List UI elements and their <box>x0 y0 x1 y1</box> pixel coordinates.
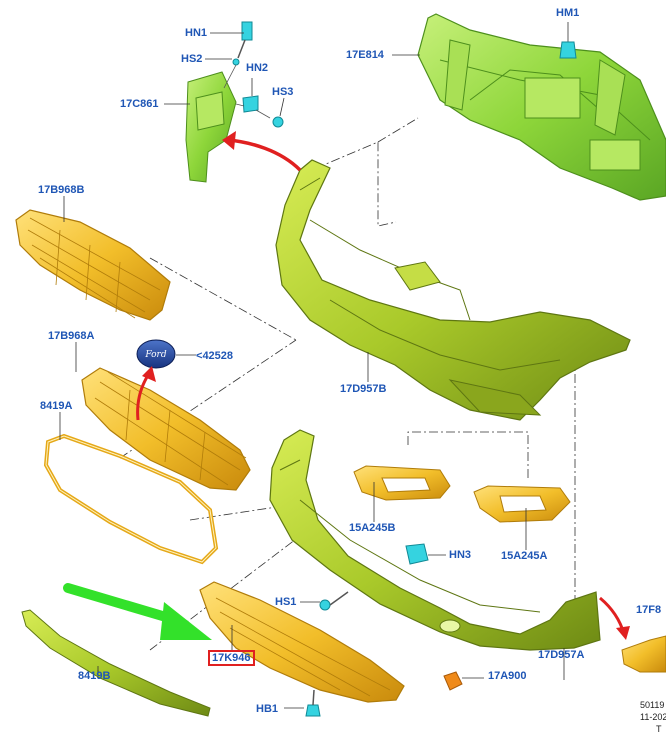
label-17b968b: 17B968B <box>38 184 85 196</box>
part-hm1-clip <box>559 22 577 59</box>
label-17f8-partial: 17F8 <box>636 604 662 616</box>
label-17e814: 17E814 <box>346 49 384 61</box>
label-8419a: 8419A <box>40 400 73 412</box>
part-17k946-grille <box>199 581 405 703</box>
part-17b968a-grille <box>81 367 251 491</box>
label-17b968a: 17B968A <box>48 330 95 342</box>
label-42528-number: 42528 <box>202 350 234 362</box>
label-15a245b: 15A245B <box>349 522 396 534</box>
ref-code-line3: T <box>656 724 662 732</box>
part-15a245b-bezel <box>353 465 451 501</box>
label-hn2: HN2 <box>246 62 269 74</box>
label-17a900: 17A900 <box>488 670 527 682</box>
red-arrows <box>136 131 630 640</box>
part-17c861-bracket <box>185 71 237 183</box>
ref-code-line1: 50119 <box>640 700 665 710</box>
part-17b968b-grille <box>15 209 171 321</box>
label-17c861: 17C861 <box>120 98 159 110</box>
ref-code-line2: 11-202 <box>640 712 666 722</box>
emblem-text: Ford <box>144 350 166 360</box>
part-8419a-frame <box>43 433 219 565</box>
part-15a245a-bezel <box>473 485 571 523</box>
part-17e814-carrier <box>417 13 666 201</box>
label-17k946-highlighted: 17K946 <box>208 650 255 666</box>
leader-lines <box>59 32 565 709</box>
label-hb1: HB1 <box>256 703 279 715</box>
part-42528-emblem: Ford <box>136 339 196 369</box>
label-hn3: HN3 <box>449 549 472 561</box>
label-8419b: 8419B <box>78 670 111 682</box>
label-hs3: HS3 <box>272 86 294 98</box>
upper-fasteners <box>223 21 284 128</box>
label-hs2: HS2 <box>181 53 203 65</box>
label-17d957b: 17D957B <box>340 383 387 395</box>
label-hm1: HM1 <box>556 7 580 19</box>
part-17d957b-bumper <box>275 159 631 421</box>
label-hn1: HN1 <box>185 27 208 39</box>
label-17d957a: 17D957A <box>538 649 585 661</box>
label-42528: <42528 <box>196 350 234 362</box>
green-arrow <box>63 583 212 640</box>
part-8419b-moulding <box>21 609 211 717</box>
part-17d957a-bumper <box>269 429 601 651</box>
part-17f8-partial <box>621 635 666 673</box>
label-hs1: HS1 <box>275 596 297 608</box>
label-15a245a: 15A245A <box>501 550 548 562</box>
lower-fasteners <box>305 543 484 717</box>
